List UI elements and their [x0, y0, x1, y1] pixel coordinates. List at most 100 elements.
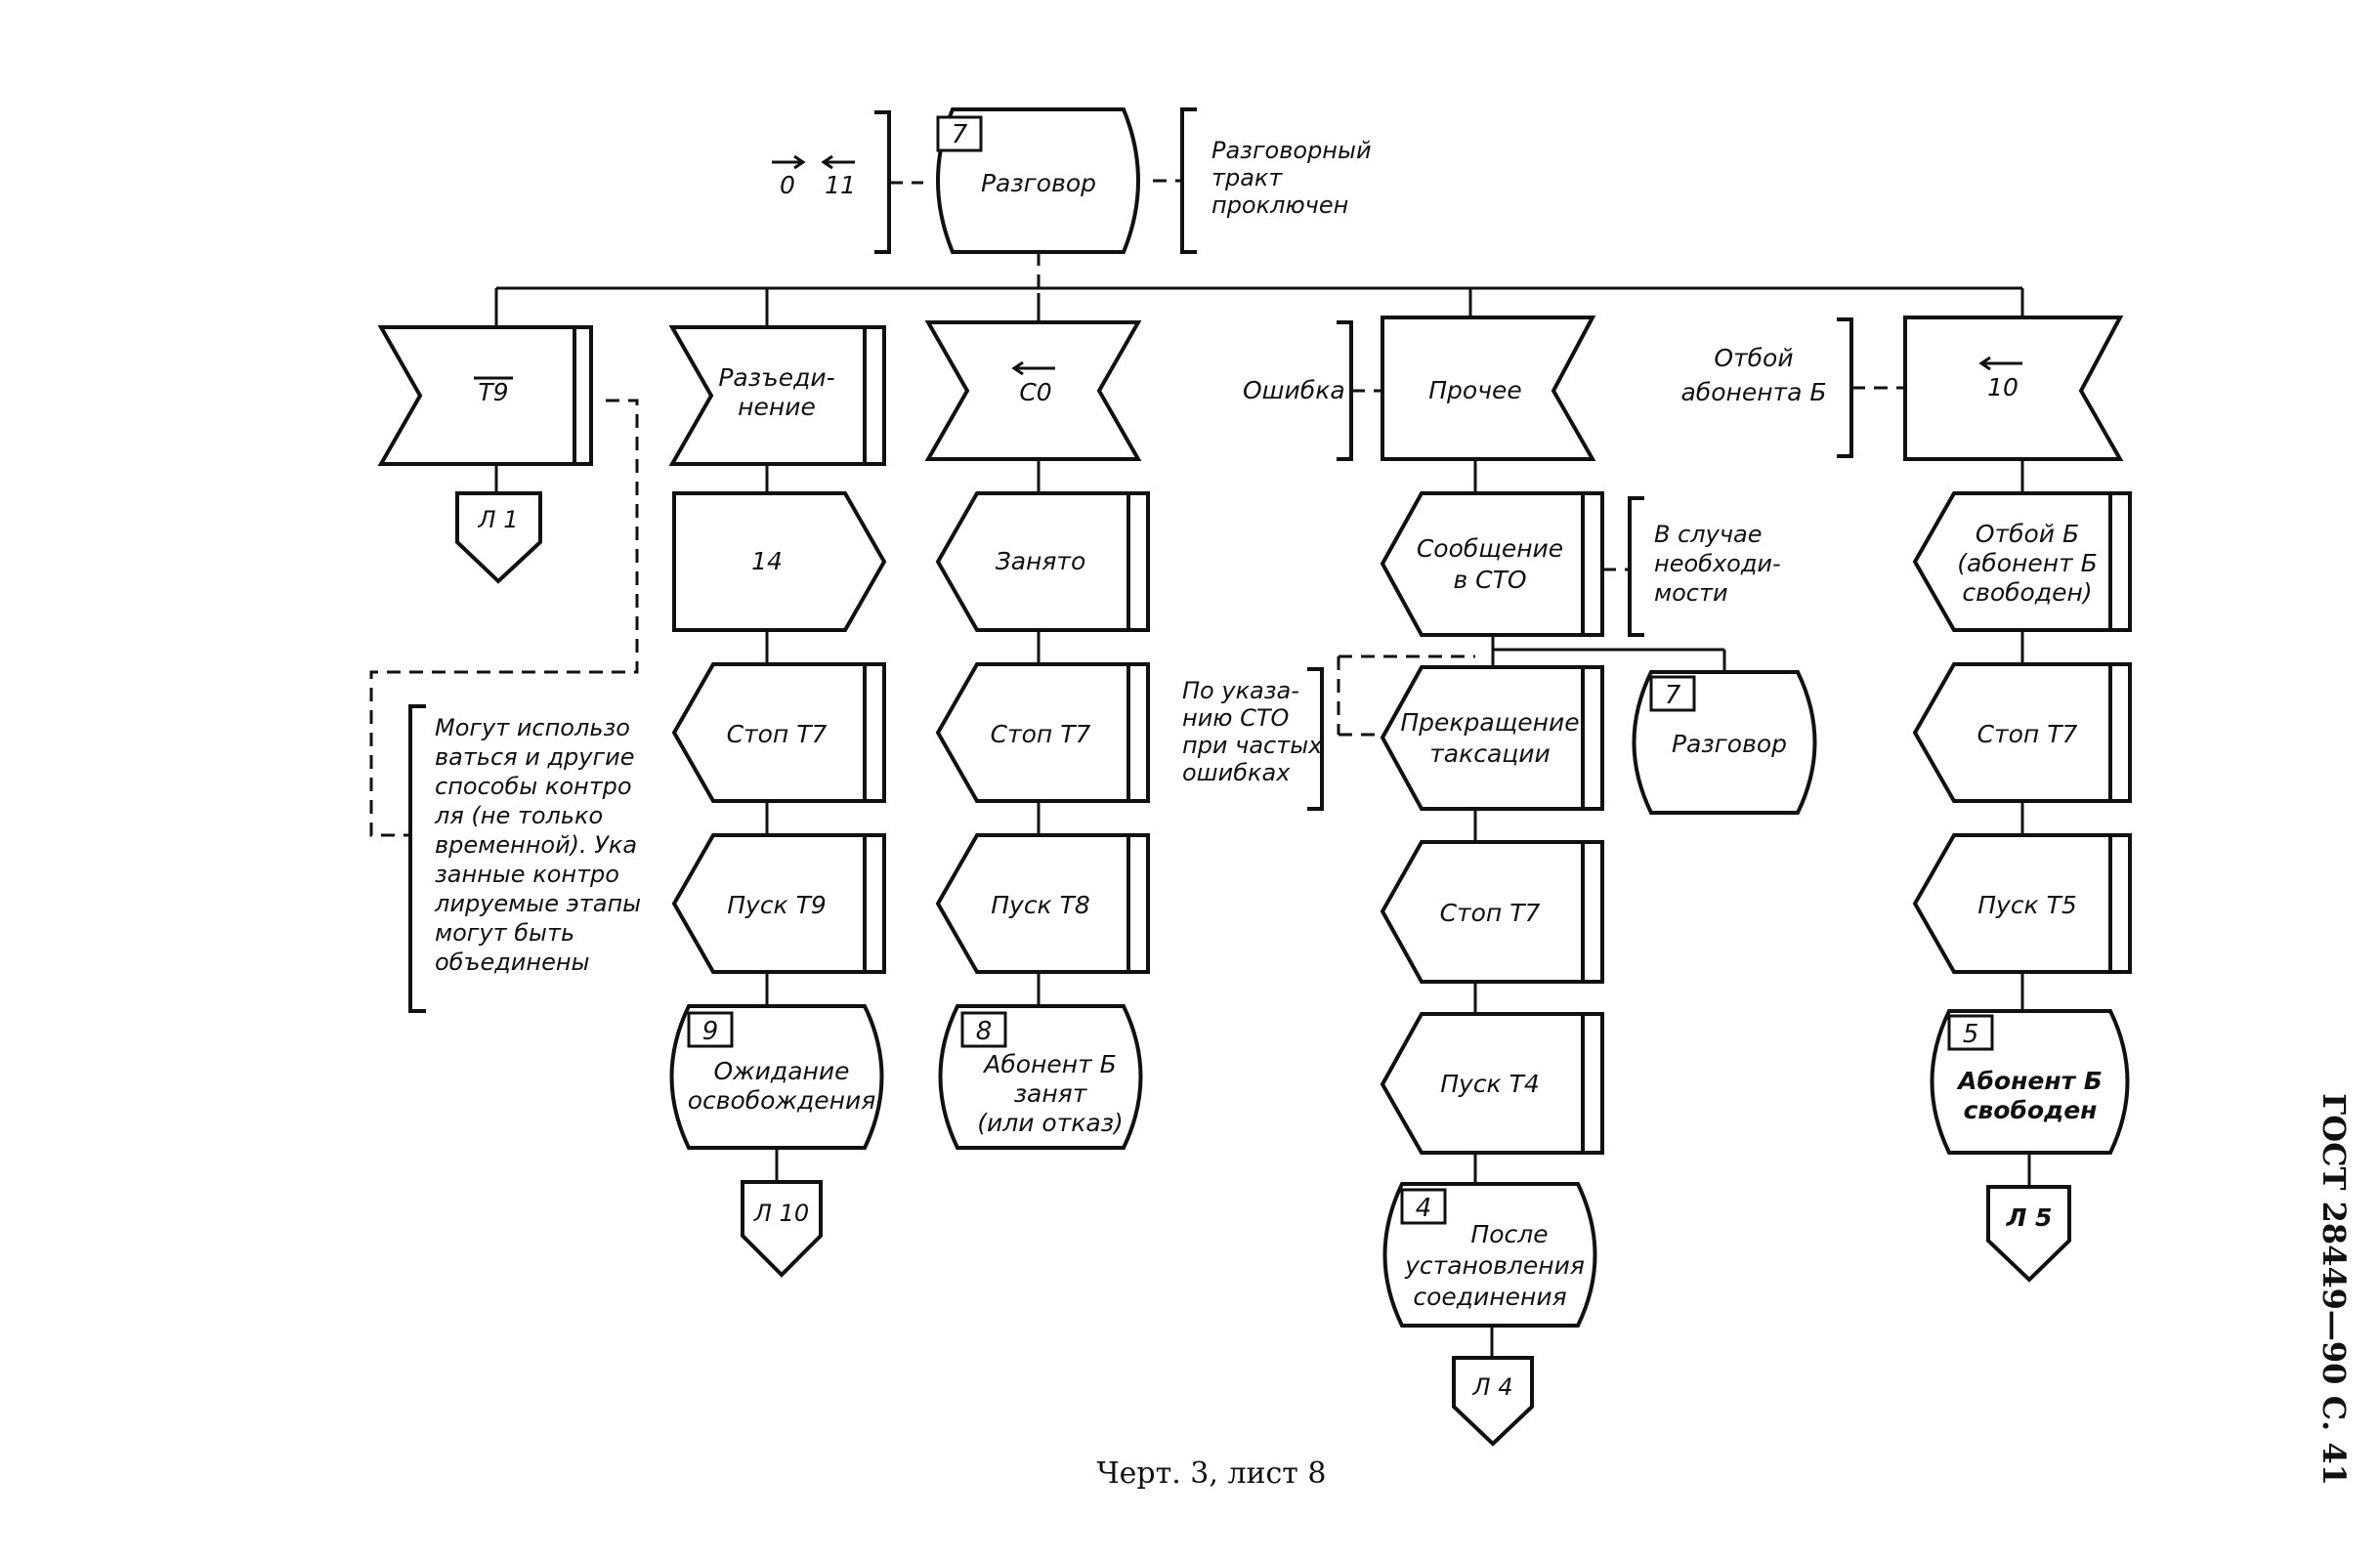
state-label: Разговор [1672, 730, 1787, 758]
col1-note-link [369, 399, 639, 837]
task-label: Пуск Т5 [1977, 891, 2077, 919]
connector-label: Л 1 [478, 506, 519, 533]
connector-l4: Л 4 [1452, 1356, 1534, 1447]
signal-label-line-2: нение [738, 393, 816, 421]
signal-label: Занято [996, 547, 1086, 575]
signal-11: 11 [825, 171, 856, 199]
out-note-line-3: мости [1654, 579, 1728, 607]
state-number: 8 [976, 1017, 993, 1046]
col4-branch [1491, 635, 1726, 672]
col4-state: 4 После установления соединения [1382, 1182, 1597, 1328]
col5-release-note: Отбой абонента Б [1680, 317, 1905, 458]
left-note-line-7: лируемые этапы [434, 890, 641, 917]
col5-input-signal: 10 [1903, 316, 2124, 461]
left-note-line-5: временной). Ука [435, 831, 637, 859]
connector-l1: Л 1 [455, 491, 542, 584]
task-label: Пуск Т4 [1440, 1070, 1540, 1098]
state-label-line-2: свободен [1964, 1096, 2098, 1124]
state-number: 7 [952, 120, 968, 149]
state-label-line-2: занят [1014, 1079, 1088, 1108]
col4-task-stop-taxation: Прекращение таксации [1380, 665, 1604, 811]
left-note-line-2: ваться и другие [435, 743, 634, 771]
left-note-line-1: Могут использо [435, 714, 630, 741]
state-label-line-1: Ожидание [713, 1057, 849, 1085]
state-label-line-3: соединения [1413, 1283, 1566, 1311]
col2-task-start: Пуск Т9 [671, 833, 886, 974]
col2-output-signal: 14 [672, 491, 887, 632]
left-note-line-6: занные контро [435, 861, 619, 888]
signal-label: 10 [1987, 373, 2019, 401]
left-note-line-8: могут быть [435, 919, 574, 947]
left-note-line-3: способы контро [435, 773, 632, 800]
release-note-line-2: абонента Б [1680, 378, 1826, 406]
connector-label: Л 4 [1472, 1373, 1513, 1401]
col2-input-signal: Разъеди- нение [668, 325, 886, 466]
left-note-bracket: Могут использо ваться и другие способы к… [408, 704, 641, 1013]
col2-state: 9 Ожидание освобождения [669, 1004, 884, 1150]
top-note-line-2: тракт [1211, 164, 1283, 191]
left-note-line-9: объединены [435, 949, 590, 976]
col3-input-signal: С0 [924, 320, 1142, 461]
task-note-line-1: По указа- [1182, 677, 1299, 704]
connector-label: Л 10 [753, 1200, 809, 1227]
task-label: Пуск Т8 [991, 891, 1090, 919]
col5-output-signal: Отбой Б (абонент Б свободен) [1912, 491, 2132, 632]
out-note-line-1: В случае [1654, 521, 1762, 548]
connector-l5: Л 5 [1986, 1185, 2071, 1283]
state-razgovor-top: 7 Разговор [936, 107, 1140, 254]
col4-error-note: Ошибка [1243, 320, 1382, 461]
state-label: Разговор [981, 169, 1096, 197]
col4-task-start: Пуск Т4 [1380, 1012, 1604, 1155]
task-note-line-4: ошибках [1182, 759, 1291, 786]
col3-task-start: Пуск Т8 [935, 833, 1150, 974]
release-note-line-1: Отбой [1714, 344, 1793, 372]
signal-label-line-1: Сообщение [1417, 534, 1563, 563]
col3-task-stop: Стоп Т7 [935, 662, 1150, 803]
error-note-label: Ошибка [1243, 376, 1345, 404]
out-note-line-2: необходи- [1654, 550, 1781, 577]
state-number: 4 [1416, 1194, 1432, 1223]
signal-label-line-1: Разъеди- [718, 363, 834, 392]
top-signals-bracket: 0 11 [772, 110, 923, 254]
state-number: 5 [1963, 1020, 1979, 1049]
figure-caption: Черт. 3, лист 8 [1096, 1456, 1326, 1491]
col3-output-signal: Занято [935, 491, 1150, 632]
state-label-line-1: Абонент Б [1956, 1067, 2103, 1095]
state-number: 7 [1665, 681, 1681, 710]
signal-0: 0 [780, 171, 795, 199]
col4-task-stop: Стоп Т7 [1380, 840, 1604, 984]
task-label-line-2: таксации [1429, 739, 1551, 768]
state-label-line-1: После [1470, 1220, 1548, 1248]
task-note-line-2: нию СТО [1182, 704, 1289, 732]
signal-label-line-3: свободен) [1962, 578, 2092, 607]
signal-label: Прочее [1428, 376, 1522, 404]
task-note-line-3: при частых [1182, 732, 1323, 759]
state-label-line-3: (или отказ) [977, 1109, 1124, 1137]
signal-label-line-2: (абонент Б [1957, 549, 2098, 577]
left-note-line-4: ля (не только [434, 802, 603, 829]
col4-input-signal: Прочее [1381, 316, 1596, 461]
col3-state: 8 Абонент Б занят (или отказ) [938, 1004, 1143, 1150]
state-label-line-2: освобождения [688, 1086, 876, 1115]
task-label: Стоп Т7 [727, 720, 828, 748]
connector-l10: Л 10 [741, 1180, 823, 1278]
page-side-header: ГОСТ 28449—90 С. 41 [2316, 1093, 2353, 1486]
signal-label-line-2: в СТО [1453, 566, 1526, 594]
state-number: 9 [702, 1017, 719, 1046]
col4-out-note: В случае необходи- мости [1602, 496, 1781, 637]
col4-task-note: По указа- нию СТО при частых ошибках [1182, 654, 1475, 811]
top-note-bracket: Разговорный тракт проключен [1153, 107, 1372, 254]
col4-side-state: 7 Разговор [1632, 670, 1817, 815]
task-label: Пуск Т9 [727, 891, 827, 919]
col5-task-stop: Стоп Т7 [1912, 662, 2132, 803]
state-label-line-2: установления [1404, 1251, 1585, 1280]
task-label: Стоп Т7 [991, 720, 1091, 748]
state-label-line-1: Абонент Б [982, 1050, 1117, 1078]
top-note-line-1: Разговорный [1211, 137, 1372, 164]
signal-label: С0 [1019, 378, 1051, 406]
task-label-line-1: Прекращение [1400, 708, 1579, 737]
top-note-line-3: проключен [1211, 191, 1348, 219]
signal-label: Т9 [478, 378, 508, 406]
col4-output-signal: Сообщение в СТО [1380, 491, 1604, 637]
